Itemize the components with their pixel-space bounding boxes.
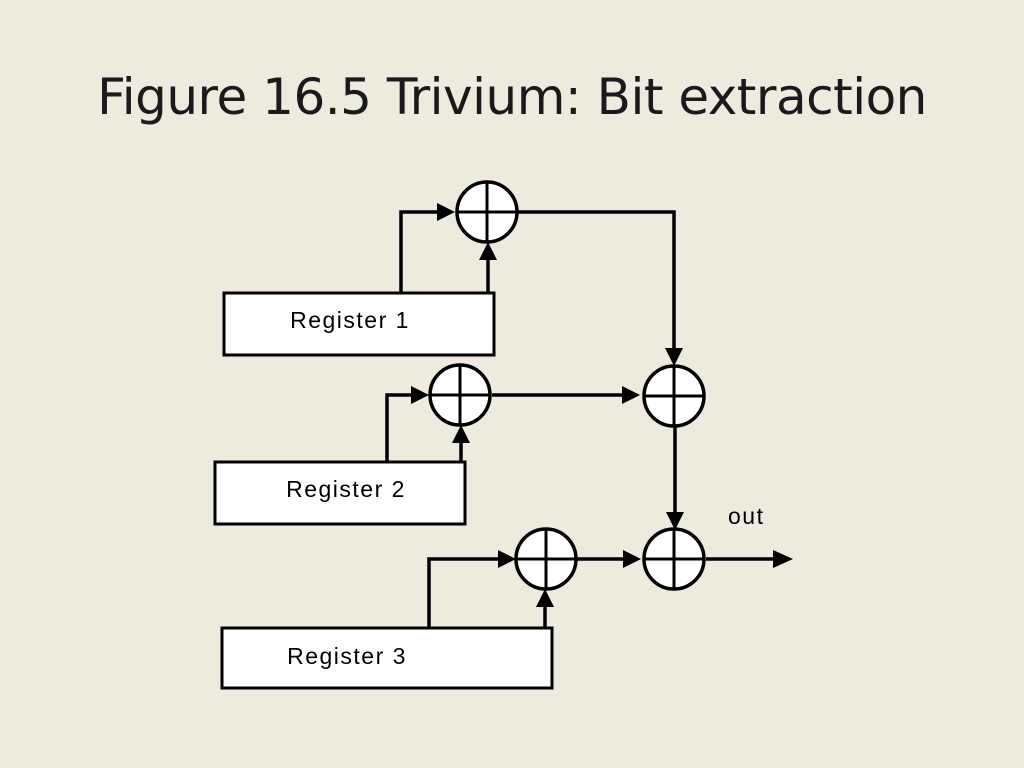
arrowhead-xor2-to-combine1	[622, 386, 640, 404]
arrowhead-reg2-tap-b	[452, 425, 470, 443]
wire-reg2-tap-a	[385, 393, 411, 461]
arrowhead-reg1-tap-a	[437, 203, 455, 221]
register-3: Register 3	[220, 626, 554, 690]
arrowhead-reg3-tap-a	[498, 550, 516, 568]
register-3-box	[220, 626, 554, 690]
output-label: out	[728, 503, 764, 529]
wire-reg1-tap-a	[399, 210, 437, 292]
register-1-box	[222, 291, 496, 357]
arrowhead-reg2-tap-a	[411, 386, 429, 404]
wire-xor1-to-combine1	[518, 210, 676, 350]
register-2-label: Register 2	[286, 476, 406, 502]
xor-node-1	[455, 180, 519, 244]
slide-title: Figure 16.5 Trivium: Bit extraction	[97, 68, 927, 126]
wires	[385, 203, 793, 627]
output-arrowhead	[773, 550, 793, 568]
register-1-label: Register 1	[290, 307, 410, 333]
arrowhead-xor1-to-combine1	[665, 348, 683, 366]
arrowhead-reg3-tap-b	[536, 589, 554, 607]
register-2-box	[213, 460, 467, 526]
arrowhead-reg1-tap-b	[479, 242, 497, 260]
xor-node-2	[428, 363, 492, 427]
register-1: Register 1	[222, 291, 496, 357]
register-2: Register 2	[213, 460, 467, 526]
xor-node-combine-2	[642, 527, 706, 591]
xor-node-combine-1	[642, 364, 706, 428]
xor-node-3	[514, 527, 578, 591]
register-3-label: Register 3	[287, 643, 407, 669]
wire-reg3-tap-a	[427, 557, 498, 627]
arrowhead-xor3-to-combine2	[623, 550, 641, 568]
arrowhead-combine1-to-combine2	[666, 512, 684, 530]
